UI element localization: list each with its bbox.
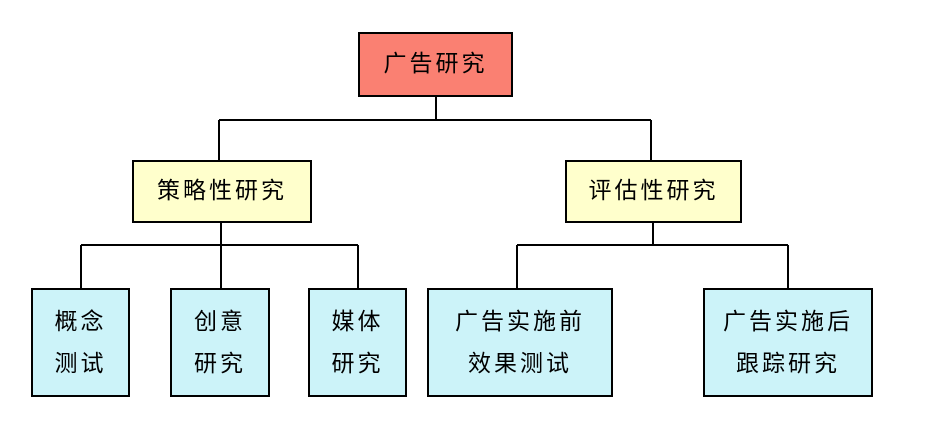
node-media-research-line2: 研究 [331,350,384,377]
node-creative-research-line2: 研究 [194,350,246,377]
node-pre-implementation-effect-testing: 广告实施前 效果测试 [427,288,613,397]
node-advertising-research-label: 广告研究 [383,51,488,78]
node-advertising-research: 广告研究 [358,32,513,97]
node-pre-implementation-line2: 效果测试 [468,350,572,377]
node-strategic-research: 策略性研究 [132,160,312,223]
node-post-implementation-tracking-research: 广告实施后 跟踪研究 [703,288,873,397]
node-strategic-research-label: 策略性研究 [157,178,287,205]
node-evaluative-research: 评估性研究 [565,160,742,223]
node-concept-testing: 概念 测试 [31,288,130,397]
node-concept-testing-line2: 测试 [54,350,107,377]
node-concept-testing-line1: 概念 [54,308,107,335]
node-creative-research-line1: 创意 [194,308,246,335]
node-post-implementation-line2: 跟踪研究 [736,350,840,377]
node-media-research: 媒体 研究 [308,288,407,397]
node-post-implementation-line1: 广告实施后 [723,308,853,335]
node-creative-research: 创意 研究 [170,288,270,397]
node-evaluative-research-label: 评估性研究 [588,178,719,205]
node-pre-implementation-line1: 广告实施前 [455,308,585,335]
node-media-research-line1: 媒体 [331,308,384,335]
